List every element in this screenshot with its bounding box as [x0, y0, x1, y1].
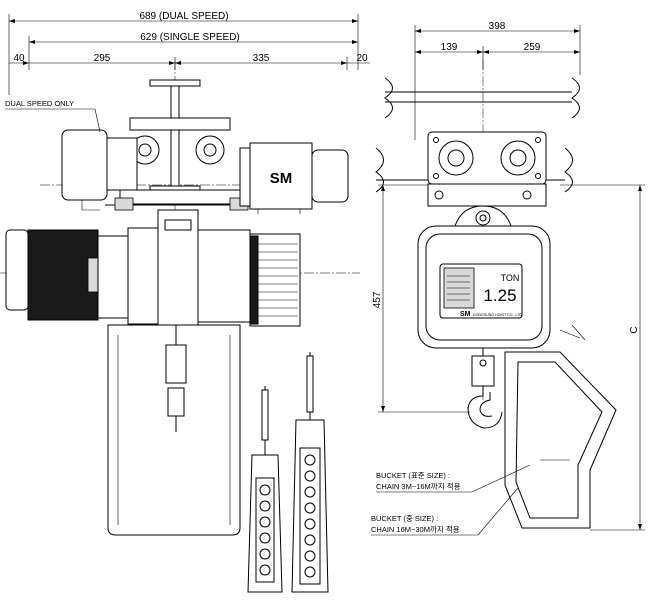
nameplate-maker: DONGSUNG HOIST CO., LTD.: [473, 313, 523, 317]
dim-overall-dual: 689 (DUAL SPEED): [139, 11, 228, 22]
dual-speed-motor: [61, 129, 138, 211]
dim-side-right: 259: [524, 42, 541, 53]
dim-left-span: 295: [94, 53, 111, 64]
dim-height: 457: [372, 291, 383, 308]
side-view: TON 1.25 SM DONGSUNG HOIST CO., LTD.: [375, 60, 617, 529]
side-dimension-lines: [378, 25, 645, 531]
trolley-motor: SM: [239, 142, 349, 214]
hoist-motor: [5, 227, 159, 325]
pendant-switch-right: [291, 352, 329, 593]
dim-left-offset: 40: [13, 53, 25, 64]
gear-box-finned: [249, 233, 301, 327]
nameplate-unit: TON: [501, 273, 520, 283]
pendant-switch-left: [247, 386, 283, 593]
hook-block-front: [165, 325, 187, 432]
chain-bucket-front: [107, 324, 241, 536]
dim-height-c: C: [629, 326, 640, 333]
dim-side-overall: 398: [489, 21, 506, 32]
brand-logo-side: SM: [460, 311, 471, 318]
note-bucket-standard-1: BUCKET (표준 SIZE) :: [376, 471, 450, 480]
hook-side: [467, 348, 503, 429]
dim-right-span: 335: [253, 53, 270, 64]
nameplate-capacity: 1.25: [483, 286, 516, 305]
hoist-body: [157, 209, 251, 326]
dim-overall-single: 629 (SINGLE SPEED): [140, 32, 239, 43]
brand-logo-front: SM: [270, 170, 293, 187]
dim-side-left: 139: [441, 42, 458, 53]
note-dual-speed-only: DUAL SPEED ONLY: [5, 99, 74, 108]
chain-bucket-side: [504, 351, 617, 529]
note-bucket-large-2: CHAIN 16M~30M까지 적용: [371, 524, 460, 534]
front-view: SM: [0, 60, 360, 536]
nameplate: TON 1.25 SM DONGSUNG HOIST CO., LTD.: [439, 263, 523, 319]
note-bucket-standard-2: CHAIN 3M~16M까지 적용: [376, 481, 461, 491]
dim-right-offset: 20: [356, 53, 368, 64]
note-bucket-large-1: BUCKET (중 SIZE) :: [371, 514, 438, 523]
front-dimension-lines: [8, 14, 370, 95]
